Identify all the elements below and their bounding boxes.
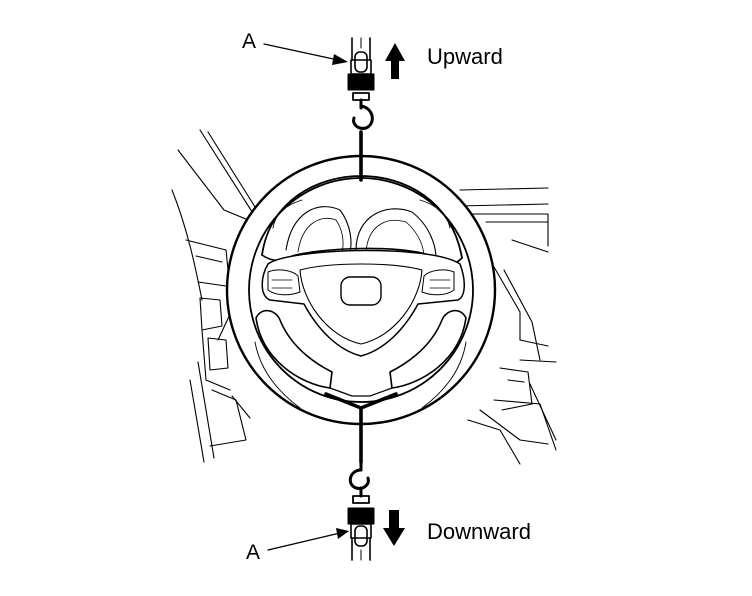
callout-label-a-bottom: A — [246, 541, 261, 564]
top-leader-arrowhead — [332, 54, 348, 65]
arrow-up-icon — [385, 43, 405, 79]
direction-label-upward: Upward — [427, 44, 503, 69]
bottom-spring-scale — [347, 460, 375, 561]
steering-wheel — [225, 154, 497, 426]
top-spring-scale — [347, 37, 375, 130]
callout-leaders — [263, 43, 341, 551]
callout-label-a-top: A — [242, 30, 257, 53]
arrow-down-icon — [383, 510, 405, 546]
dashboard-background — [171, 129, 557, 465]
pulling-straps — [324, 130, 398, 464]
bottom-leader-arrowhead — [336, 528, 349, 539]
direction-label-downward: Downward — [427, 519, 531, 544]
